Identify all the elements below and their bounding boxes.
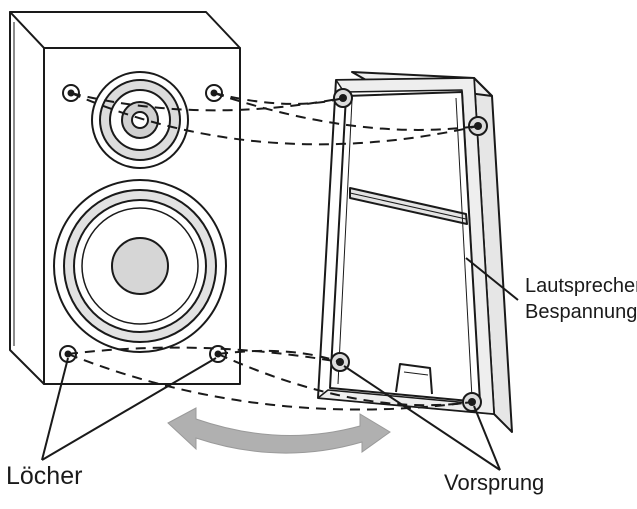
double-headed-arrow-icon: [167, 407, 391, 454]
grille-label-line2: Bespannung: [525, 301, 637, 323]
alignment-guides: [67, 92, 479, 411]
tweeter: [91, 71, 189, 169]
grille-label: Lautsprecher Bespannung: [525, 273, 637, 325]
grille-label-line1: Lautsprecher: [525, 275, 637, 297]
woofer: [53, 179, 227, 353]
projection-label: Vorsprung: [444, 470, 545, 495]
speaker-grille: [317, 71, 513, 433]
holes-label: Löcher: [6, 462, 83, 490]
leader-lines: [41, 257, 519, 471]
